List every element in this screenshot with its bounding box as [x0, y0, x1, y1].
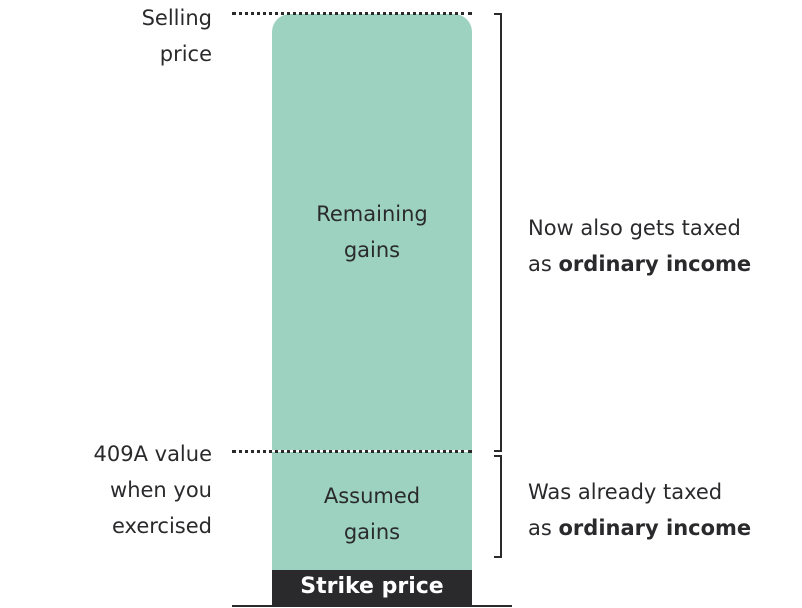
409a-value-label-line-1: 409A value	[93, 442, 212, 466]
selling-price-dotted-line	[232, 12, 472, 15]
selling-price-label: Selling price	[142, 0, 212, 72]
strike-price-segment: Strike price	[272, 570, 472, 606]
upper-annotation-prefix: as	[528, 252, 559, 276]
upper-bracket	[494, 13, 502, 452]
lower-annotation: Was already taxed as ordinary income	[528, 474, 751, 546]
upper-annotation: Now also gets taxed as ordinary income	[528, 210, 751, 282]
remaining-gains-segment	[272, 14, 472, 450]
remaining-gains-label: Remaining gains	[272, 196, 472, 268]
lower-annotation-prefix: as	[528, 516, 559, 540]
lower-annotation-line-1: Was already taxed	[528, 480, 723, 504]
assumed-gains-label-line-2: gains	[343, 520, 401, 544]
selling-price-label-line-2: price	[159, 42, 212, 66]
409a-value-dotted-line	[232, 450, 472, 453]
assumed-gains-segment	[272, 452, 472, 570]
upper-annotation-emphasis: ordinary income	[558, 252, 752, 276]
lower-annotation-emphasis: ordinary income	[558, 516, 752, 540]
lower-bracket	[494, 455, 502, 558]
baseline	[232, 605, 512, 607]
remaining-gains-label-line-1: Remaining	[316, 202, 428, 226]
assumed-gains-label: Assumed gains	[272, 478, 472, 550]
selling-price-label-line-1: Selling	[141, 6, 212, 30]
409a-value-label-line-3: exercised	[112, 514, 212, 538]
lower-annotation-line-2: as ordinary income	[528, 510, 751, 546]
remaining-gains-label-line-2: gains	[343, 238, 401, 262]
upper-annotation-line-2: as ordinary income	[528, 246, 751, 282]
409a-value-label-line-2: when you	[110, 478, 212, 502]
409a-value-label: 409A value when you exercised	[94, 436, 212, 544]
assumed-gains-label-line-1: Assumed	[323, 484, 421, 508]
upper-annotation-line-1: Now also gets taxed	[528, 216, 741, 240]
